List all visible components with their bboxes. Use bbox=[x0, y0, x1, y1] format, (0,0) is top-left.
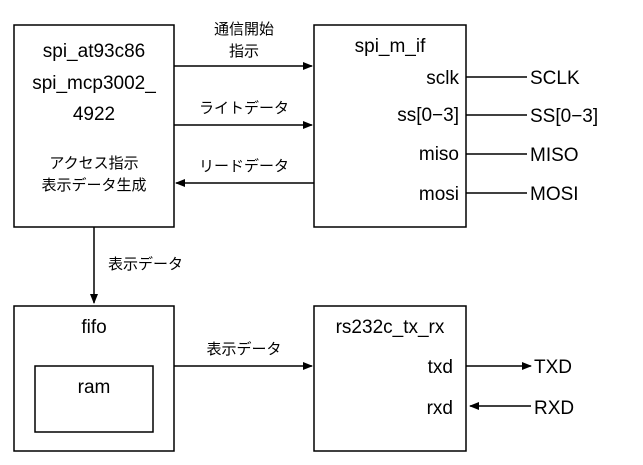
uart-port-rxd: rxd bbox=[427, 398, 453, 419]
uart-title: rs232c_tx_rx bbox=[336, 317, 445, 338]
display-data-label-horizontal: 表示データ bbox=[206, 340, 281, 358]
spi-port-ss: ss[0−3] bbox=[397, 105, 459, 126]
comm-start-label-1: 通信開始 bbox=[214, 20, 274, 38]
spi-port-sclk: sclk bbox=[426, 68, 459, 89]
controller-name-line2: spi_mcp3002_ bbox=[32, 73, 156, 94]
controller-desc-line1: アクセス指示 bbox=[49, 154, 138, 172]
pin-rxd: RXD bbox=[534, 398, 574, 419]
spi-if-block bbox=[313, 24, 467, 228]
spi-if-title: spi_m_if bbox=[355, 36, 426, 57]
pin-ss: SS[0−3] bbox=[530, 106, 598, 127]
write-data-label: ライトデータ bbox=[199, 99, 289, 117]
uart-block bbox=[313, 305, 467, 452]
controller-name-line1: spi_at93c86 bbox=[43, 41, 145, 62]
ram-block bbox=[34, 365, 154, 433]
pin-mosi: MOSI bbox=[530, 184, 579, 205]
controller-block bbox=[13, 24, 175, 228]
spi-port-miso: miso bbox=[419, 144, 459, 165]
controller-name-line3: 4922 bbox=[73, 104, 115, 125]
pin-txd: TXD bbox=[534, 357, 572, 378]
fifo-title: fifo bbox=[81, 317, 106, 338]
pin-miso: MISO bbox=[530, 145, 579, 166]
pin-sclk: SCLK bbox=[530, 68, 580, 89]
ram-label: ram bbox=[78, 377, 111, 398]
controller-desc-line2: 表示データ生成 bbox=[41, 176, 146, 194]
display-data-label-vertical: 表示データ bbox=[108, 255, 183, 273]
uart-port-txd: txd bbox=[428, 357, 453, 378]
read-data-label: リードデータ bbox=[199, 157, 289, 175]
spi-port-mosi: mosi bbox=[419, 184, 459, 205]
comm-start-label-2: 指示 bbox=[229, 42, 259, 60]
